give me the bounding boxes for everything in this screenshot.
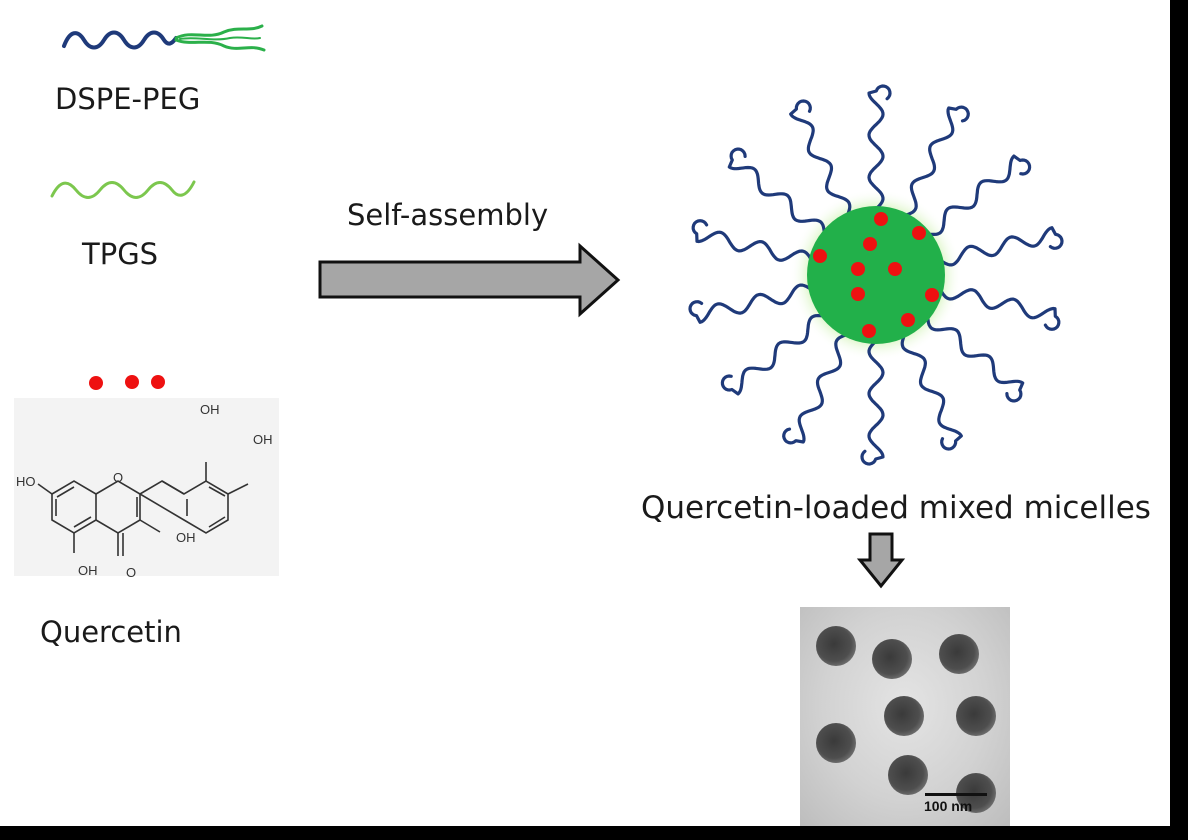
dspe-peg-label: DSPE-PEG xyxy=(55,82,200,116)
peg-chain xyxy=(791,101,850,216)
tem-particle xyxy=(939,634,979,674)
down-arrow xyxy=(860,534,902,586)
peg-chain xyxy=(722,316,824,394)
tem-particle xyxy=(956,696,996,736)
tem-particle xyxy=(816,626,856,666)
quercetin-label: Quercetin xyxy=(40,615,182,649)
peg-chain xyxy=(784,335,848,443)
peg-chain xyxy=(940,228,1062,265)
tpgs-molecule-icon xyxy=(52,182,194,198)
oh-right-label: OH xyxy=(253,432,273,447)
tem-image: 100 nm xyxy=(800,607,1010,826)
peg-chain xyxy=(729,149,824,234)
tem-particle xyxy=(888,755,928,795)
peg-chain xyxy=(928,316,1023,401)
peg-chain xyxy=(928,156,1030,234)
figure-canvas: OH OH HO O OH OH O xyxy=(0,0,1170,826)
peg-chain xyxy=(905,107,969,215)
peg-chain xyxy=(940,290,1059,330)
dspe-peg-molecule-icon xyxy=(64,26,264,50)
oh-mid-label: OH xyxy=(176,530,196,545)
peg-chain xyxy=(693,221,812,261)
peg-chain xyxy=(690,285,812,322)
tem-particle xyxy=(872,639,912,679)
oh-bottom-label: OH xyxy=(78,563,98,578)
self-assembly-arrow xyxy=(320,246,618,314)
peg-chain xyxy=(902,335,961,450)
micelles-label: Quercetin-loaded mixed micelles xyxy=(641,490,1151,526)
tem-particle xyxy=(816,723,856,763)
ho-left-label: HO xyxy=(16,474,36,489)
micelle-icon xyxy=(690,86,1062,464)
quercetin-structure-icon: OH OH HO O OH OH O xyxy=(14,398,279,580)
tem-particle xyxy=(884,696,924,736)
carbonyl-o-label: O xyxy=(126,565,136,580)
scale-bar xyxy=(925,793,987,796)
oh-top-label: OH xyxy=(200,402,220,417)
micelle-core xyxy=(807,206,945,344)
self-assembly-label: Self-assembly xyxy=(347,198,548,232)
ring-o-label: O xyxy=(113,470,123,485)
scale-bar-label: 100 nm xyxy=(924,798,972,814)
tpgs-label: TPGS xyxy=(82,237,158,271)
